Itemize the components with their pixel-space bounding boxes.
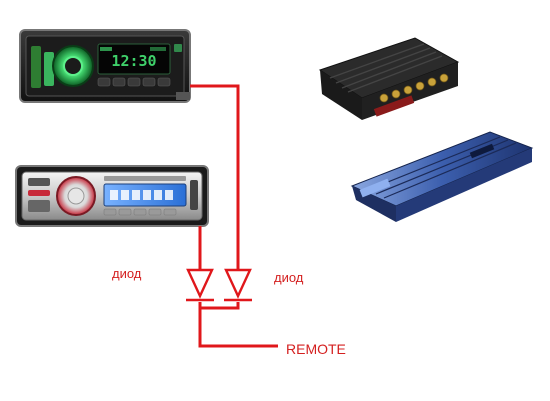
amplifier-blue [350, 131, 534, 222]
head-unit-blue [15, 165, 209, 227]
diode-left-icon [186, 268, 214, 302]
remote-label: REMOTE [286, 341, 346, 357]
diode-label-right: диод [274, 270, 304, 285]
head-unit-display: 12:30 [111, 52, 156, 70]
diode-label-left: диод [112, 266, 142, 281]
diode-right-icon [224, 268, 252, 302]
amplifier-black [318, 37, 460, 120]
head-unit-green: 12:30 [19, 29, 191, 103]
remote-wiring [190, 84, 278, 348]
